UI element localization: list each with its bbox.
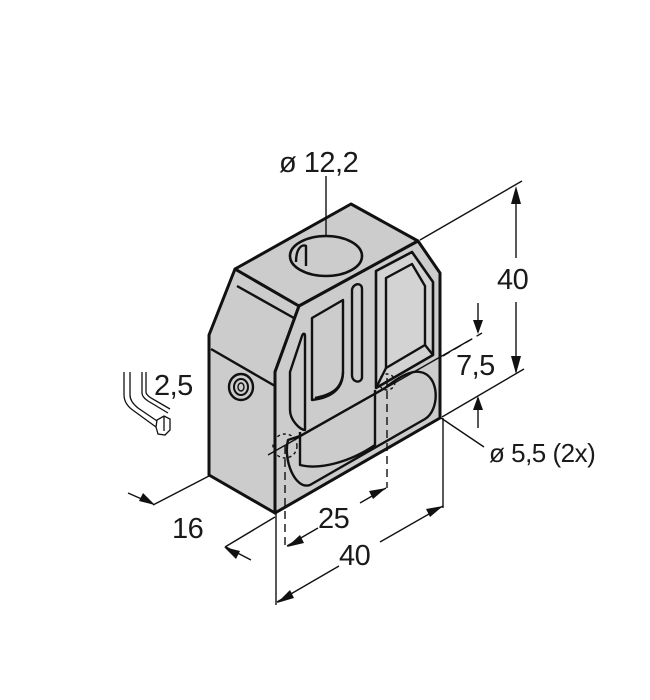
hex-key-icon bbox=[123, 372, 171, 436]
hole-centerline bbox=[267, 339, 471, 456]
depth-label: 16 bbox=[172, 513, 204, 545]
chamfer-edge bbox=[236, 284, 302, 324]
top-bore bbox=[288, 234, 364, 278]
bore-diameter-label: ø 12,2 bbox=[279, 147, 359, 179]
width-label: 40 bbox=[339, 540, 371, 572]
center-slot bbox=[350, 283, 364, 383]
hex-key-size-label: 2,5 bbox=[154, 370, 193, 402]
mount-hole-left bbox=[272, 433, 298, 459]
mount-hole-right bbox=[378, 373, 396, 391]
mount-hole-label: ø 5,5 (2x) bbox=[489, 438, 596, 468]
set-screw-icon bbox=[227, 372, 255, 402]
hole-offset-label: 7,5 bbox=[456, 350, 495, 382]
hole-spacing-label: 25 bbox=[318, 503, 350, 535]
height-label: 40 bbox=[497, 264, 529, 296]
bottom-slot bbox=[285, 370, 437, 487]
chamfer-edge-lower bbox=[210, 347, 276, 388]
right-pocket bbox=[374, 250, 435, 390]
